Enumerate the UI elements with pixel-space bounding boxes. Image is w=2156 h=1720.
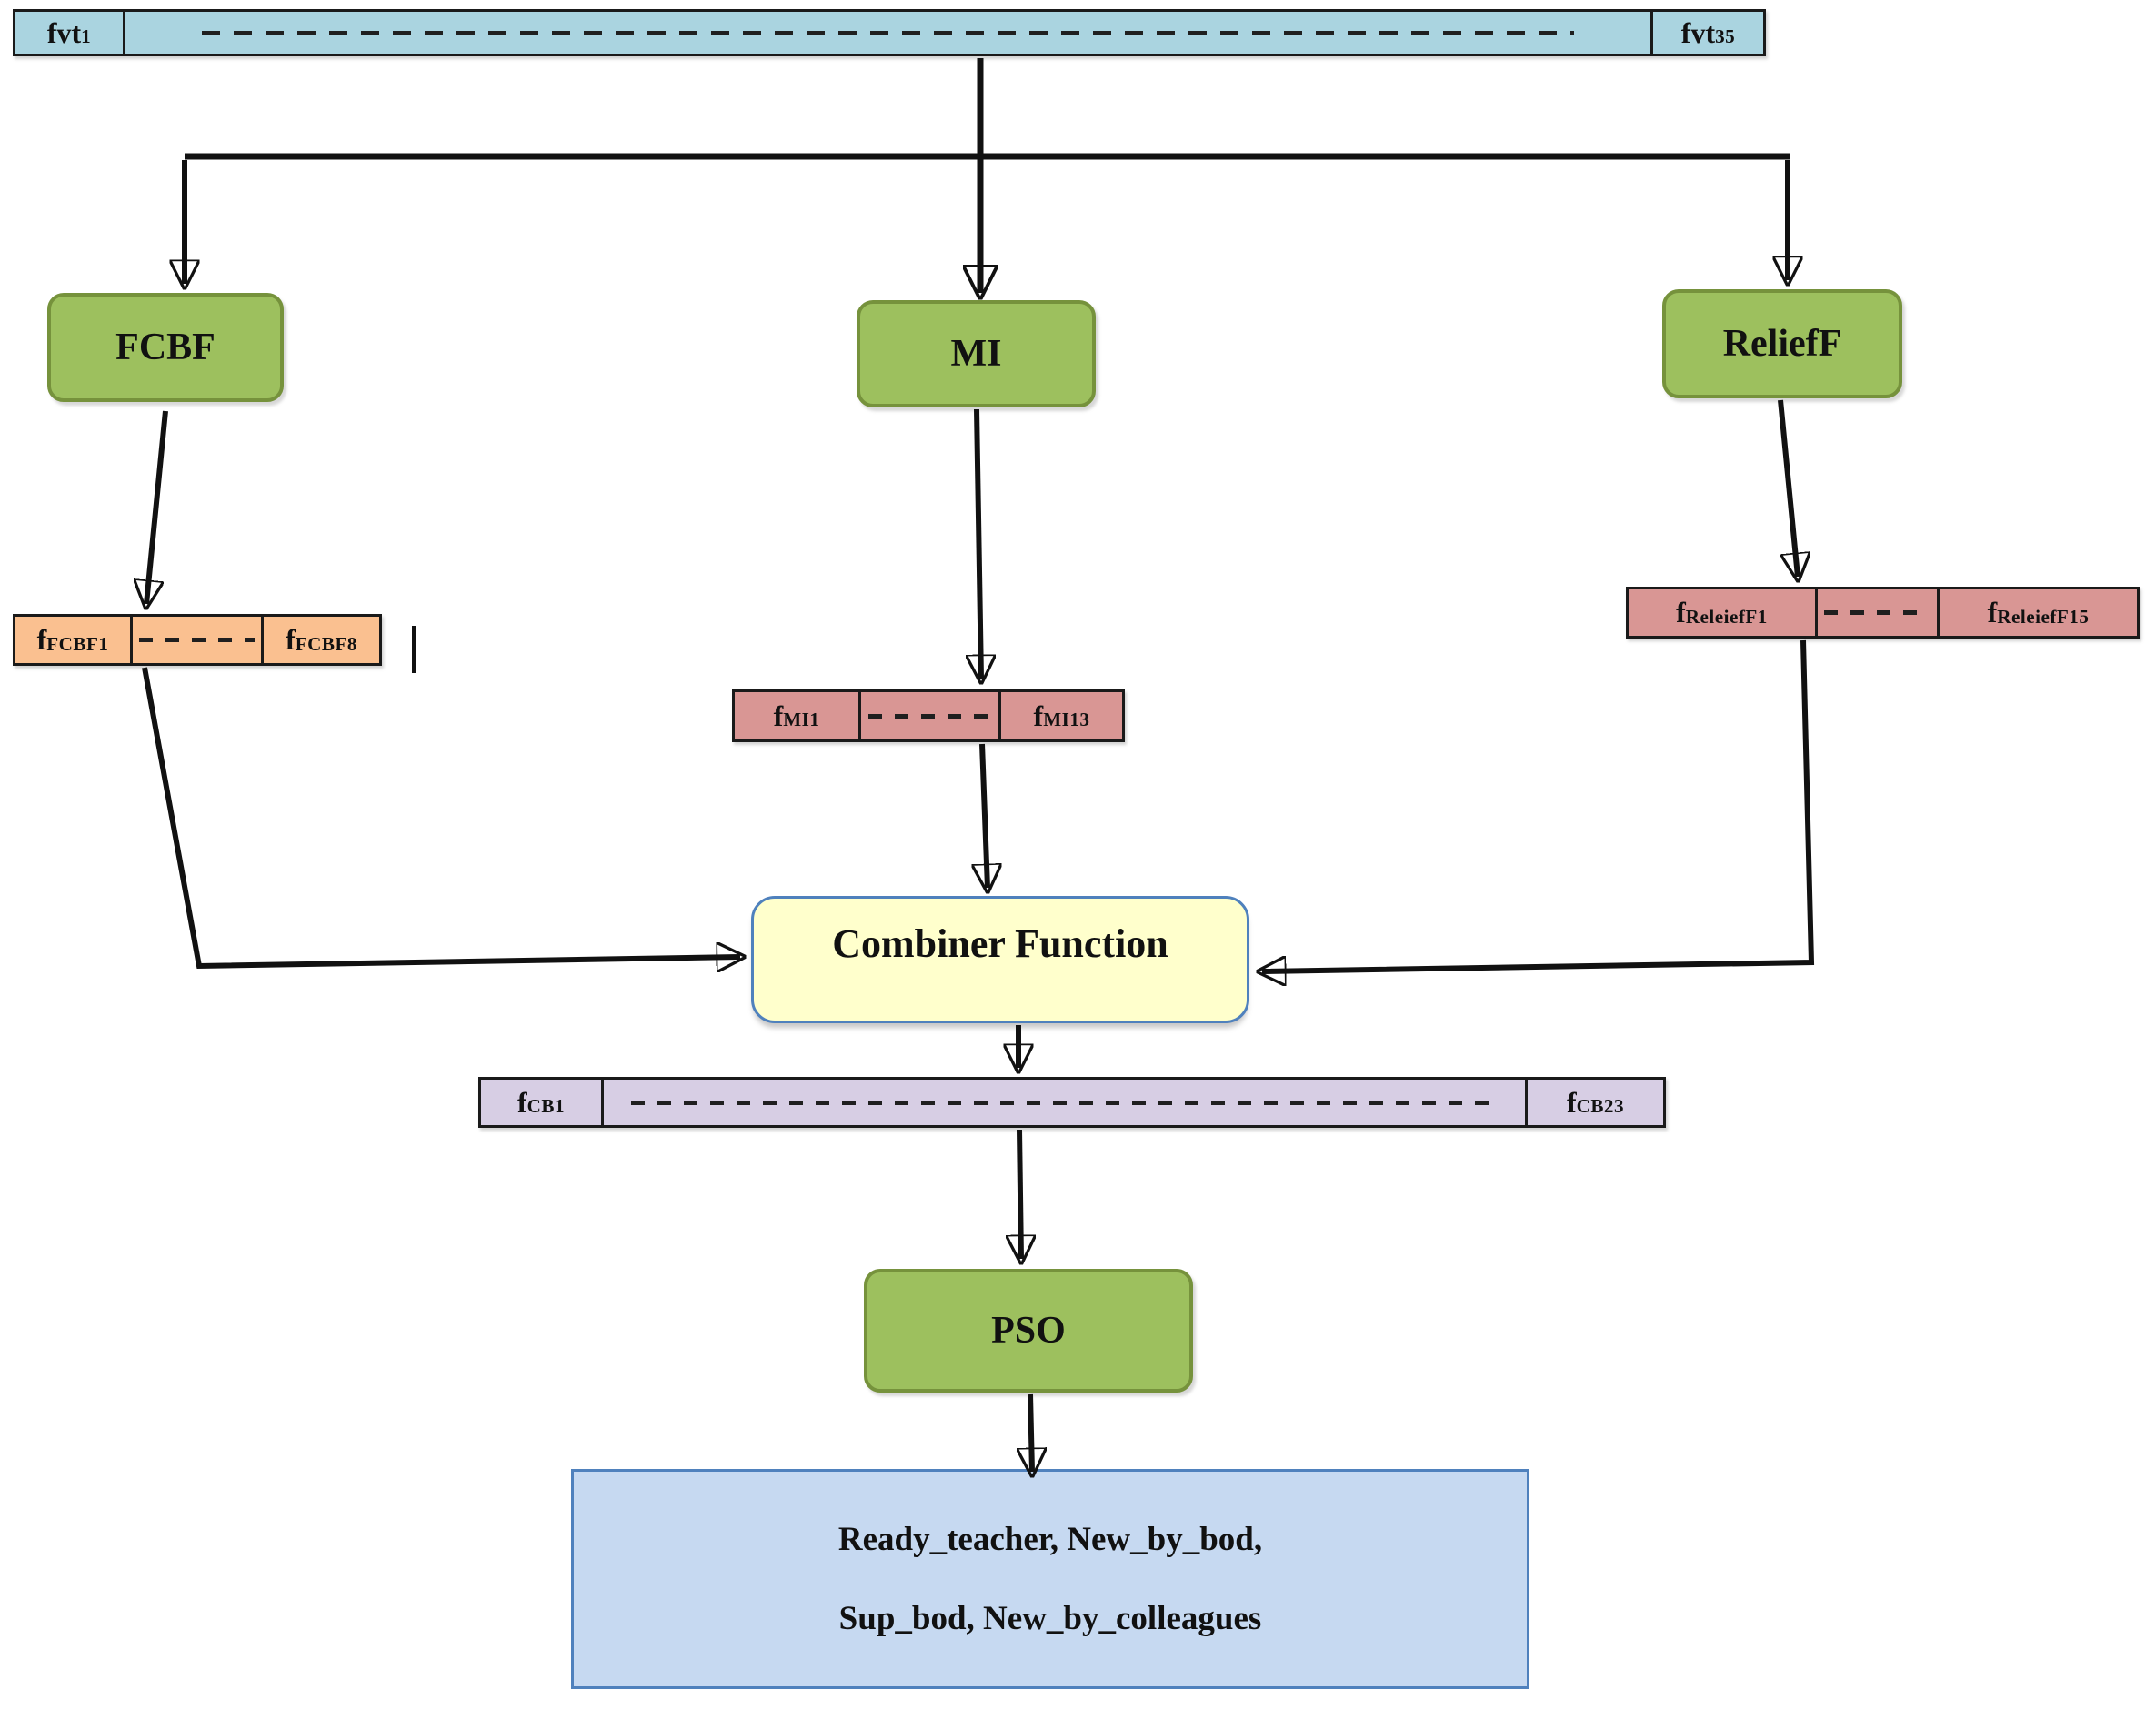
arrow-mi-to-bar	[977, 408, 981, 679]
ellipsis-dashes	[201, 30, 1575, 35]
input-bar-ellipsis-cell	[123, 12, 1650, 54]
fcbf-box: FCBF	[47, 293, 284, 402]
mi-bar-ellipsis-cell	[858, 692, 998, 739]
input-start-label: fvt	[46, 15, 82, 49]
arrow-fcbf-to-bar	[146, 410, 168, 604]
relieff-end-label: f	[1987, 596, 1998, 629]
relieff-bar-ellipsis-cell	[1815, 589, 1937, 636]
relieff-start-label: f	[1676, 596, 1686, 629]
arrow-fcbf-bar-to-combiner	[142, 667, 740, 966]
output-line-2: Sup_bod, New_by_colleagues	[838, 1600, 1262, 1637]
input-start-subscript: 1	[81, 25, 92, 48]
pso-box: PSO	[864, 1269, 1193, 1393]
arrow-relieff-to-bar	[1778, 399, 1798, 577]
fcbf-label: FCBF	[115, 327, 216, 368]
arrow-pso-to-output	[1030, 1393, 1032, 1472]
combiner-function-box: Combiner Function	[751, 896, 1249, 1023]
input-end-subscript: 35	[1715, 25, 1736, 48]
fcbf-end-label: f	[286, 623, 296, 656]
mi-box: MI	[857, 300, 1096, 407]
cb-end-label: f	[1566, 1085, 1577, 1119]
relieff-box: ReliefF	[1662, 289, 1902, 398]
relieff-label: ReliefF	[1722, 323, 1842, 365]
ellipsis-dashes	[867, 713, 992, 719]
arrow-relieff-bar-to-combiner	[1262, 639, 1815, 971]
mi-end-subscript: MI13	[1043, 709, 1090, 731]
mi-start-label: f	[773, 699, 784, 732]
combiner-label: Combiner Function	[832, 921, 1168, 966]
output-classes-box: Ready_teacher, New_by_bod, Sup_bod, New_…	[571, 1469, 1529, 1689]
output-line-1: Ready_teacher, New_by_bod,	[837, 1521, 1263, 1558]
ellipsis-dashes	[139, 638, 255, 642]
cb-end-subscript: CB23	[1576, 1095, 1625, 1118]
arrow-cb-bar-to-pso	[1019, 1129, 1021, 1259]
cb-start-label: f	[516, 1085, 527, 1119]
stray-vertical-mark	[412, 626, 416, 673]
fcbf-end-subscript: FCBF8	[295, 632, 357, 655]
fcbf-start-subscript: FCBF1	[46, 632, 109, 655]
input-end-label: fvt	[1680, 15, 1716, 49]
fcbf-start-label: f	[36, 623, 47, 656]
cb-bar-ellipsis-cell	[601, 1080, 1525, 1125]
mi-label: MI	[950, 333, 1002, 375]
ellipsis-dashes	[631, 1100, 1498, 1105]
pso-label: PSO	[991, 1310, 1066, 1352]
arrow-mi-bar-to-combiner	[982, 743, 988, 888]
relieff-start-subscript: ReleiefF1	[1685, 605, 1768, 628]
mi-start-subscript: MI1	[783, 709, 820, 731]
ellipsis-dashes	[1823, 610, 1931, 615]
fcbf-bar-ellipsis-cell	[130, 617, 261, 663]
cb-start-subscript: CB1	[526, 1095, 566, 1118]
relieff-end-subscript: ReleiefF15	[1997, 605, 2090, 628]
mi-end-label: f	[1033, 699, 1044, 732]
